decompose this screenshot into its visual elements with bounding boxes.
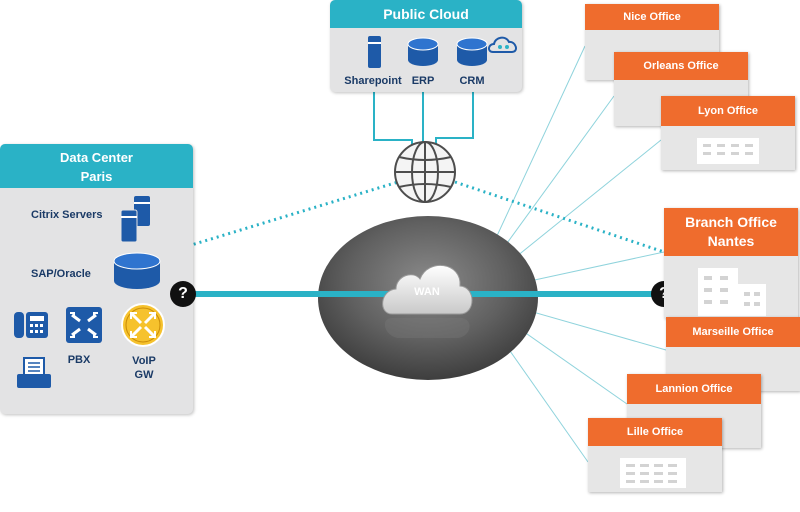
voip-label-line2: GW — [134, 369, 154, 381]
globe-icon — [394, 141, 456, 203]
voip-label-line1: VoIP — [132, 355, 156, 367]
data-center-panel: Data Center Paris Citrix Servers SAP/Ora… — [0, 144, 193, 414]
sap-oracle-label: SAP/Oracle — [31, 268, 91, 280]
datacenter-unknown-marker: ? — [170, 281, 196, 307]
citrix-servers-icon — [120, 196, 150, 243]
office-nantes: Branch Office Nantes — [664, 208, 798, 318]
fax-machine-icon — [17, 357, 51, 388]
ip-phone-icon — [14, 312, 48, 338]
building-icon — [698, 268, 766, 316]
data-center-icons — [14, 196, 165, 388]
sharepoint-server-icon — [368, 36, 381, 68]
office-marseille-title: Marseille Office — [666, 317, 800, 347]
erp-database-icon — [407, 37, 439, 66]
crm-database-icon — [456, 37, 488, 66]
pbx-switch-icon — [66, 307, 102, 343]
voip-gw-label: VoIP GW — [122, 354, 166, 382]
sharepoint-label: Sharepoint — [344, 75, 402, 87]
cloud-users-icon — [488, 36, 517, 53]
pbx-label: PBX — [67, 354, 91, 366]
data-center-title-line1: Data Center — [60, 150, 133, 165]
building-icon — [620, 458, 686, 488]
data-center-title: Data Center Paris — [0, 144, 193, 188]
internet-links — [187, 180, 665, 254]
office-nice-title: Nice Office — [585, 4, 719, 30]
public-cloud-title: Public Cloud — [330, 0, 522, 28]
crm-label: CRM — [459, 75, 485, 87]
voip-gateway-icon — [121, 303, 165, 347]
office-nantes-title-line1: Branch Office — [685, 214, 777, 230]
office-nantes-title: Branch Office Nantes — [664, 208, 798, 256]
wan-label: WAN — [414, 286, 440, 298]
office-nantes-title-line2: Nantes — [707, 233, 755, 249]
office-lyon-title: Lyon Office — [661, 96, 795, 126]
office-orleans-title: Orleans Office — [614, 52, 748, 80]
data-center-title-line2: Paris — [80, 169, 113, 184]
office-lyon: Lyon Office — [661, 96, 795, 170]
sap-oracle-database-icon — [113, 252, 161, 289]
office-lille: Lille Office — [588, 418, 722, 492]
public-cloud-icons — [368, 36, 517, 68]
wan-cloud-icon — [382, 264, 473, 338]
office-lannion-title: Lannion Office — [627, 374, 761, 404]
office-lille-title: Lille Office — [588, 418, 722, 446]
building-icon — [697, 138, 759, 164]
citrix-servers-label: Citrix Servers — [31, 209, 103, 221]
erp-label: ERP — [411, 75, 435, 87]
public-cloud-panel: Public Cloud Sharepoint ERP CRM — [330, 0, 522, 92]
